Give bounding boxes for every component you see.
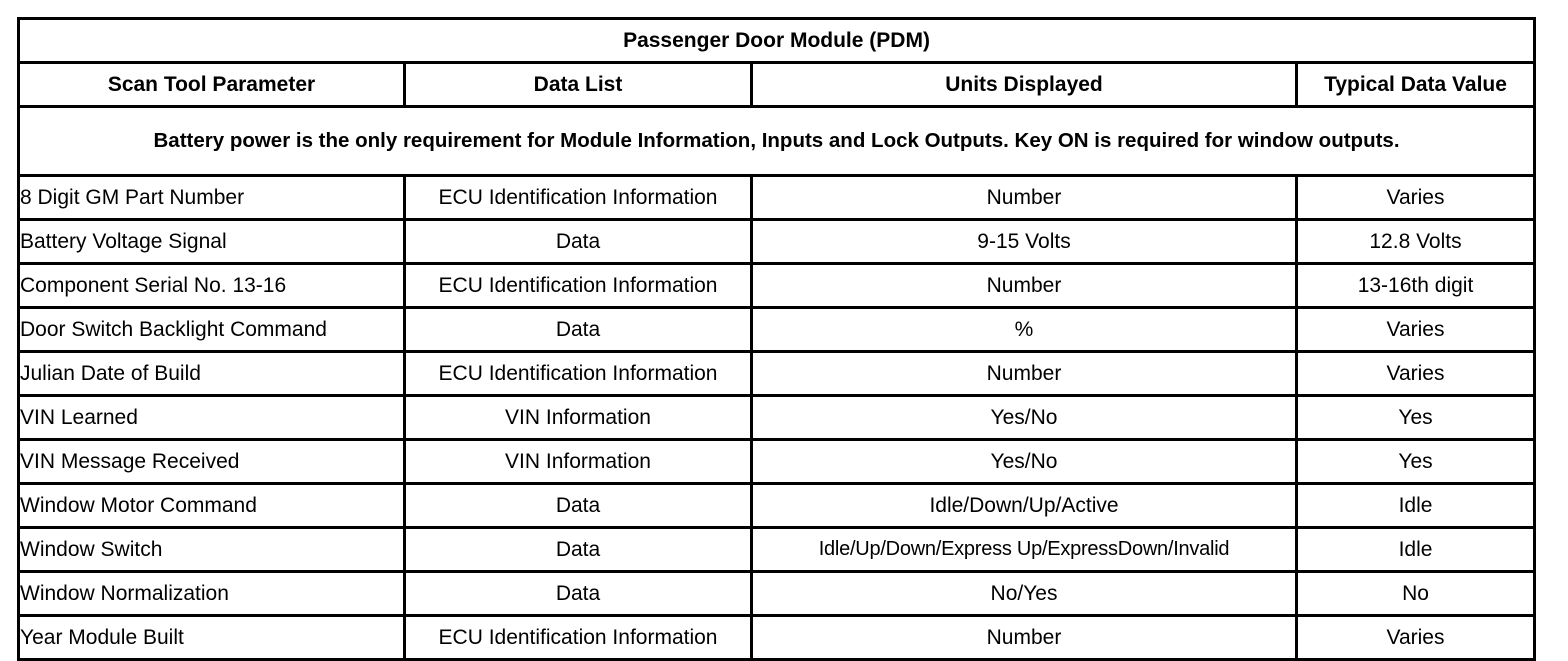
column-header-data-list: Data List: [403, 61, 753, 108]
cell-data-list: Data: [403, 570, 753, 617]
cell-parameter: 8 Digit GM Part Number: [17, 174, 406, 221]
cell-parameter: VIN Learned: [17, 394, 406, 441]
cell-typical-value: Varies: [1295, 174, 1536, 221]
column-header-scan-tool-parameter: Scan Tool Parameter: [17, 61, 406, 108]
table-row: Battery Voltage Signal Data 9-15 Volts 1…: [17, 218, 1536, 265]
cell-typical-value: Varies: [1295, 350, 1536, 397]
cell-data-list: ECU Identification Information: [403, 174, 753, 221]
cell-units: Idle/Up/Down/Express Up/ExpressDown/Inva…: [750, 526, 1298, 573]
cell-data-list: Data: [403, 526, 753, 573]
cell-data-list: ECU Identification Information: [403, 350, 753, 397]
cell-typical-value: Varies: [1295, 614, 1536, 661]
column-header-units-displayed: Units Displayed: [750, 61, 1298, 108]
cell-units: %: [750, 306, 1298, 353]
cell-parameter: Window Normalization: [17, 570, 406, 617]
table-row: VIN Learned VIN Information Yes/No Yes: [17, 394, 1536, 441]
column-header-typical-data-value: Typical Data Value: [1295, 61, 1536, 108]
cell-data-list: VIN Information: [403, 438, 753, 485]
cell-units: Idle/Down/Up/Active: [750, 482, 1298, 529]
table-note: Battery power is the only requirement fo…: [17, 105, 1536, 177]
cell-typical-value: Yes: [1295, 438, 1536, 485]
table-row: Component Serial No. 13-16 ECU Identific…: [17, 262, 1536, 309]
pdm-scan-tool-parameter-table: Passenger Door Module (PDM) Scan Tool Pa…: [17, 17, 1536, 661]
cell-parameter: Component Serial No. 13-16: [17, 262, 406, 309]
cell-typical-value: No: [1295, 570, 1536, 617]
cell-units: Number: [750, 262, 1298, 309]
cell-parameter: Year Module Built: [17, 614, 406, 661]
cell-data-list: Data: [403, 306, 753, 353]
cell-parameter: Julian Date of Build: [17, 350, 406, 397]
table-body: Passenger Door Module (PDM) Scan Tool Pa…: [17, 17, 1536, 661]
cell-parameter: Window Motor Command: [17, 482, 406, 529]
cell-units: Number: [750, 350, 1298, 397]
cell-units: Number: [750, 174, 1298, 221]
cell-typical-value: Idle: [1295, 482, 1536, 529]
cell-units: No/Yes: [750, 570, 1298, 617]
cell-parameter: Door Switch Backlight Command: [17, 306, 406, 353]
table-header-row: Scan Tool Parameter Data List Units Disp…: [17, 61, 1536, 108]
table-row: Window Normalization Data No/Yes No: [17, 570, 1536, 617]
cell-parameter: Window Switch: [17, 526, 406, 573]
cell-typical-value: Yes: [1295, 394, 1536, 441]
cell-units: Yes/No: [750, 438, 1298, 485]
cell-data-list: ECU Identification Information: [403, 262, 753, 309]
table-row: Window Motor Command Data Idle/Down/Up/A…: [17, 482, 1536, 529]
table-row: Door Switch Backlight Command Data % Var…: [17, 306, 1536, 353]
table-row: VIN Message Received VIN Information Yes…: [17, 438, 1536, 485]
cell-units: 9-15 Volts: [750, 218, 1298, 265]
table-row: Window Switch Data Idle/Up/Down/Express …: [17, 526, 1536, 573]
table-note-row: Battery power is the only requirement fo…: [17, 105, 1536, 177]
cell-typical-value: Idle: [1295, 526, 1536, 573]
table-row: Year Module Built ECU Identification Inf…: [17, 614, 1536, 661]
cell-data-list: VIN Information: [403, 394, 753, 441]
cell-typical-value: 12.8 Volts: [1295, 218, 1536, 265]
table-row: Julian Date of Build ECU Identification …: [17, 350, 1536, 397]
cell-typical-value: Varies: [1295, 306, 1536, 353]
page-root: Passenger Door Module (PDM) Scan Tool Pa…: [17, 17, 1536, 661]
cell-data-list: Data: [403, 482, 753, 529]
cell-parameter: Battery Voltage Signal: [17, 218, 406, 265]
cell-units: Yes/No: [750, 394, 1298, 441]
pdm-table-container: Passenger Door Module (PDM) Scan Tool Pa…: [17, 17, 1536, 661]
table-row: 8 Digit GM Part Number ECU Identificatio…: [17, 174, 1536, 221]
cell-parameter: VIN Message Received: [17, 438, 406, 485]
table-title: Passenger Door Module (PDM): [17, 17, 1536, 64]
cell-typical-value: 13-16th digit: [1295, 262, 1536, 309]
cell-data-list: ECU Identification Information: [403, 614, 753, 661]
cell-data-list: Data: [403, 218, 753, 265]
table-title-row: Passenger Door Module (PDM): [17, 17, 1536, 64]
cell-units: Number: [750, 614, 1298, 661]
